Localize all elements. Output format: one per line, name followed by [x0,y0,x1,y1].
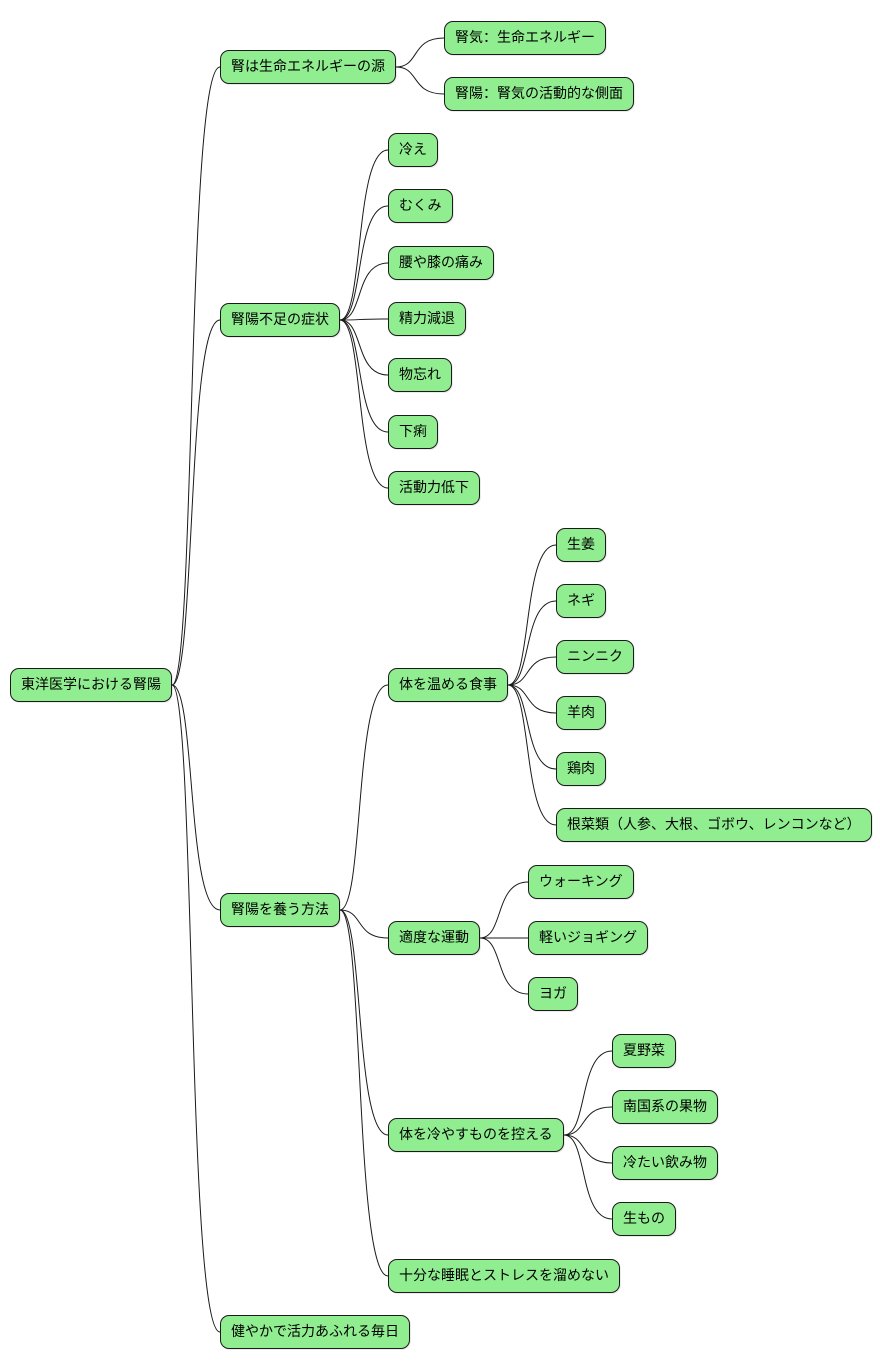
edge-food-f4 [507,684,557,770]
edge-source-src1 [395,66,445,95]
edge-symptoms-sym5 [339,319,389,433]
edge-food-f0 [507,544,557,686]
node-food-lamb[interactable]: 羊肉 [556,696,606,730]
node-symptom-back-knee-pain[interactable]: 腰や膝の痛み [388,246,494,280]
node-healthy-vital-days[interactable]: 健やかで活力あふれる毎日 [220,1315,410,1349]
edge-methods-avoid [339,909,389,1136]
edge-symptoms-sym3 [339,318,389,321]
edge-avoid-a1 [563,1106,613,1136]
edge-symptoms-sym4 [339,319,389,376]
edge-methods-food [339,684,389,911]
node-food-garlic[interactable]: ニンニク [556,640,634,674]
edge-food-f5 [507,684,557,826]
edge-root-result [171,684,221,1333]
edge-source-src0 [395,37,445,68]
node-food-ginger[interactable]: 生姜 [556,528,606,562]
edge-avoid-a3 [563,1134,613,1220]
node-symptom-forgetfulness[interactable]: 物忘れ [388,358,452,392]
node-moderate-exercise[interactable]: 適度な運動 [388,921,480,955]
edge-methods-ex [339,909,389,939]
node-avoid-summer-vegetables[interactable]: 夏野菜 [612,1034,676,1068]
edge-ex-e0 [479,881,529,939]
edge-methods-sleep [339,909,389,1277]
edge-symptoms-sym2 [339,262,389,321]
node-symptom-swelling[interactable]: むくみ [388,189,453,223]
edge-root-source [171,66,221,686]
edge-ex-e2 [479,937,529,995]
edge-food-f2 [507,656,557,686]
node-symptom-low-activity[interactable]: 活動力低下 [388,471,480,505]
node-exercise-walking[interactable]: ウォーキング [528,865,634,899]
edge-avoid-a2 [563,1134,613,1164]
node-food-green-onion[interactable]: ネギ [556,584,606,618]
node-avoid-cooling-foods[interactable]: 体を冷やすものを控える [388,1118,564,1152]
edge-food-f3 [507,684,557,714]
root-node[interactable]: 東洋医学における腎陽 [10,668,172,702]
edge-root-symptoms [171,319,221,686]
node-kidney-qi[interactable]: 腎気：生命エネルギー [444,21,606,55]
node-warming-diet[interactable]: 体を温める食事 [388,668,508,702]
node-kidney-yang-definition[interactable]: 腎陽：腎気の活動的な側面 [444,77,634,111]
node-avoid-tropical-fruit[interactable]: 南国系の果物 [612,1090,718,1124]
node-food-chicken[interactable]: 鶏肉 [556,752,606,786]
edge-symptoms-sym0 [339,149,389,321]
node-avoid-raw-food[interactable]: 生もの [612,1202,676,1236]
node-food-root-vegetables[interactable]: 根菜類（人参、大根、ゴボウ、レンコンなど） [556,808,872,842]
edge-symptoms-sym6 [339,319,389,489]
node-methods-to-nourish-kidney-yang[interactable]: 腎陽を養う方法 [220,893,340,927]
edge-food-f1 [507,600,557,686]
node-kidney-energy-source[interactable]: 腎は生命エネルギーの源 [220,50,396,84]
node-sleep-and-stress[interactable]: 十分な睡眠とストレスを溜めない [388,1259,620,1293]
edge-avoid-a0 [563,1050,613,1136]
node-symptom-low-vitality[interactable]: 精力減退 [388,302,466,336]
node-avoid-cold-drinks[interactable]: 冷たい飲み物 [612,1146,718,1180]
node-exercise-yoga[interactable]: ヨガ [528,977,578,1011]
node-kidney-yang-deficiency-symptoms[interactable]: 腎陽不足の症状 [220,303,340,337]
node-symptom-diarrhea[interactable]: 下痢 [388,415,438,449]
node-symptom-coldness[interactable]: 冷え [388,133,438,167]
edge-symptoms-sym1 [339,205,389,321]
node-exercise-jogging[interactable]: 軽いジョギング [528,921,648,955]
edge-root-methods [171,684,221,911]
